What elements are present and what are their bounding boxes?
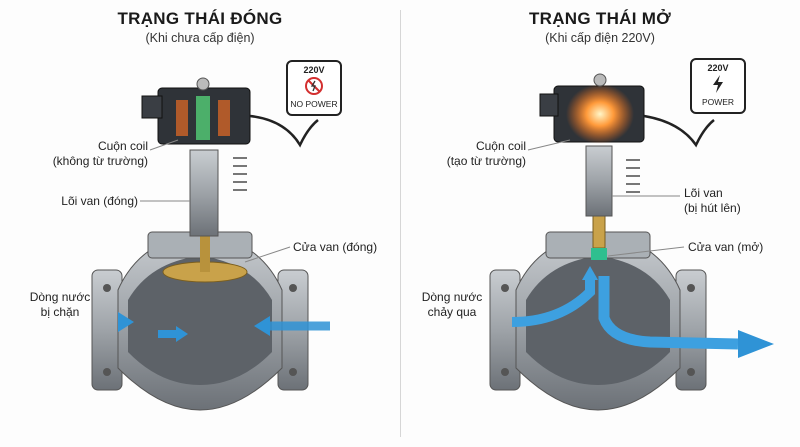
- coil-label: Cuộn coil (không từ trường): [48, 139, 148, 169]
- core-label-line2: (bị hút lên): [684, 201, 741, 215]
- coil-label-line1: Cuộn coil: [97, 139, 148, 153]
- badge-voltage: 220V: [303, 65, 325, 75]
- closed-valve-illustration: [56, 77, 330, 411]
- open-valve-illustration: [430, 73, 774, 411]
- flow-label-line1: Dòng nước: [421, 290, 483, 304]
- coil-label-line2: (tạo từ trường): [446, 154, 526, 168]
- badge-status: POWER: [701, 97, 735, 107]
- closed-state-title: TRẠNG THÁI ĐÓNG: [117, 9, 283, 28]
- core-label-line1: Lõi van: [684, 186, 723, 200]
- flow-label: Dòng nước chảy qua: [402, 290, 502, 320]
- flow-label-line1: Dòng nước: [29, 290, 91, 304]
- power-badge: 220V POWER: [690, 58, 746, 114]
- no-power-badge: 220V NO POWER: [286, 60, 342, 116]
- open-state-panel: TRẠNG THÁI MỞ (Khi cấp điện 220V) 220V P…: [400, 0, 800, 447]
- core-label: Lõi van (đóng): [61, 194, 138, 208]
- lightning-icon: [713, 75, 723, 93]
- flow-label-line2: chảy qua: [427, 305, 477, 319]
- open-state-subtitle: (Khi cấp điện 220V): [545, 31, 655, 45]
- badge-status: NO POWER: [290, 99, 338, 109]
- panel-divider: [400, 10, 401, 437]
- no-power-icon: [305, 77, 323, 95]
- closed-state-panel: TRẠNG THÁI ĐÓNG (Khi chưa cấp điện) 220V…: [12, 9, 378, 411]
- open-state-title: TRẠNG THÁI MỞ: [528, 9, 672, 28]
- core-label: Lõi van (bị hút lên): [684, 186, 741, 216]
- coil-label: Cuộn coil (tạo từ trường): [426, 139, 526, 169]
- gate-label: Cửa van (đóng): [293, 240, 378, 254]
- badge-voltage: 220V: [707, 63, 729, 73]
- coil-label-line2: (không từ trường): [52, 154, 148, 168]
- flow-label-line2: bị chặn: [40, 305, 80, 319]
- closed-state-subtitle: (Khi chưa cấp điện): [145, 31, 255, 45]
- coil-label-line1: Cuộn coil: [475, 139, 526, 153]
- gate-label: Cửa van (mở): [688, 240, 764, 254]
- flow-label: Dòng nước bị chặn: [12, 290, 108, 320]
